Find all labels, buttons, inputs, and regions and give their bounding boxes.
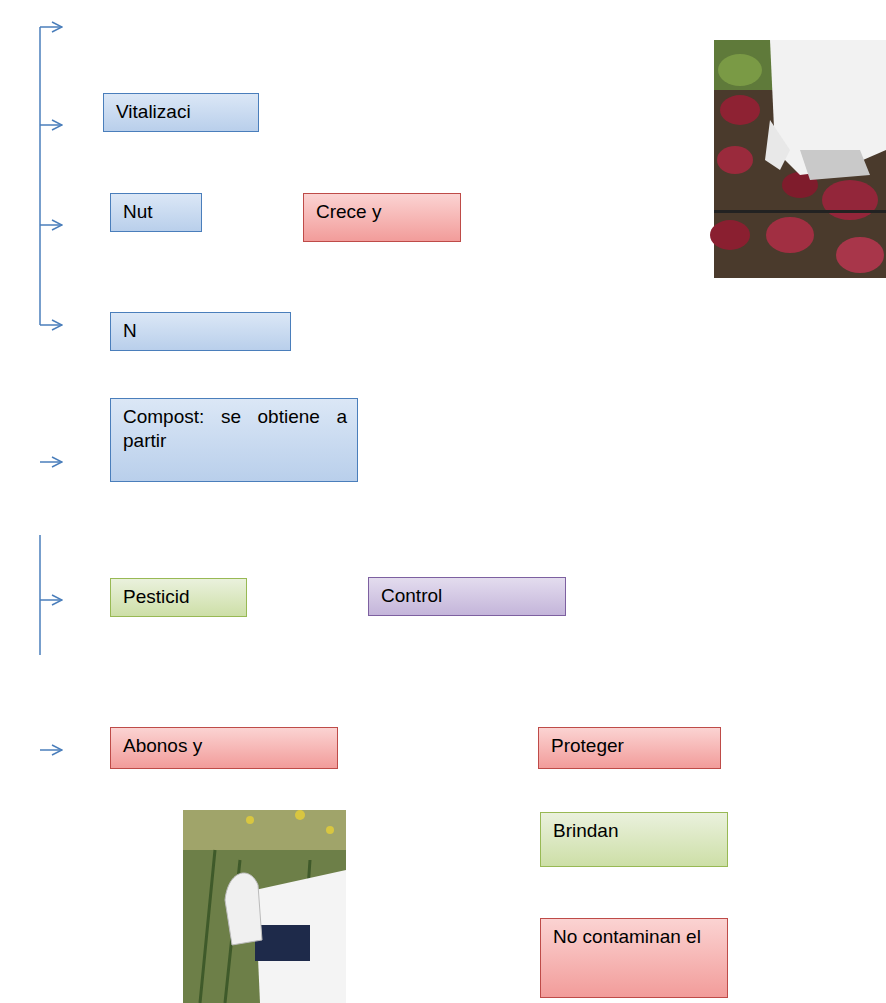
concept-box: Abonos y xyxy=(110,727,338,769)
fennel-photo xyxy=(183,810,346,1003)
concept-box: N xyxy=(110,312,291,351)
box-text: Compost: se obtiene a partir xyxy=(123,405,347,453)
concept-box: Pesticid xyxy=(110,578,247,617)
box-text: Abonos y xyxy=(123,734,327,758)
arrow xyxy=(40,324,62,326)
box-text: Crece y xyxy=(316,200,450,224)
arrow xyxy=(40,599,62,601)
box-text: Nut xyxy=(123,200,191,224)
arrow xyxy=(40,749,62,751)
arrow xyxy=(40,124,62,126)
box-text: Proteger xyxy=(551,734,710,758)
bracket-line xyxy=(39,27,41,325)
concept-box: Nut xyxy=(110,193,202,232)
box-text: N xyxy=(123,319,280,343)
box-text: Pesticid xyxy=(123,585,236,609)
concept-box: Proteger xyxy=(538,727,721,769)
concept-box: No contaminan el xyxy=(540,918,728,998)
box-text: No contaminan el xyxy=(553,925,717,949)
concept-box: Compost: se obtiene a partir xyxy=(110,398,358,482)
concept-box: Brindan xyxy=(540,812,728,867)
concept-box: Vitalizaci xyxy=(103,93,259,132)
concept-box: Control xyxy=(368,577,566,616)
arrow xyxy=(40,461,62,463)
box-text: Vitalizaci xyxy=(116,100,248,124)
bracket-arrows xyxy=(40,27,62,750)
concept-box: Crece y xyxy=(303,193,461,242)
box-text: Control xyxy=(381,584,555,608)
arrow xyxy=(40,26,62,28)
arrow xyxy=(40,224,62,226)
box-text: Brindan xyxy=(553,819,717,843)
lettuce-photo xyxy=(710,40,886,278)
bracket-line xyxy=(39,535,41,655)
